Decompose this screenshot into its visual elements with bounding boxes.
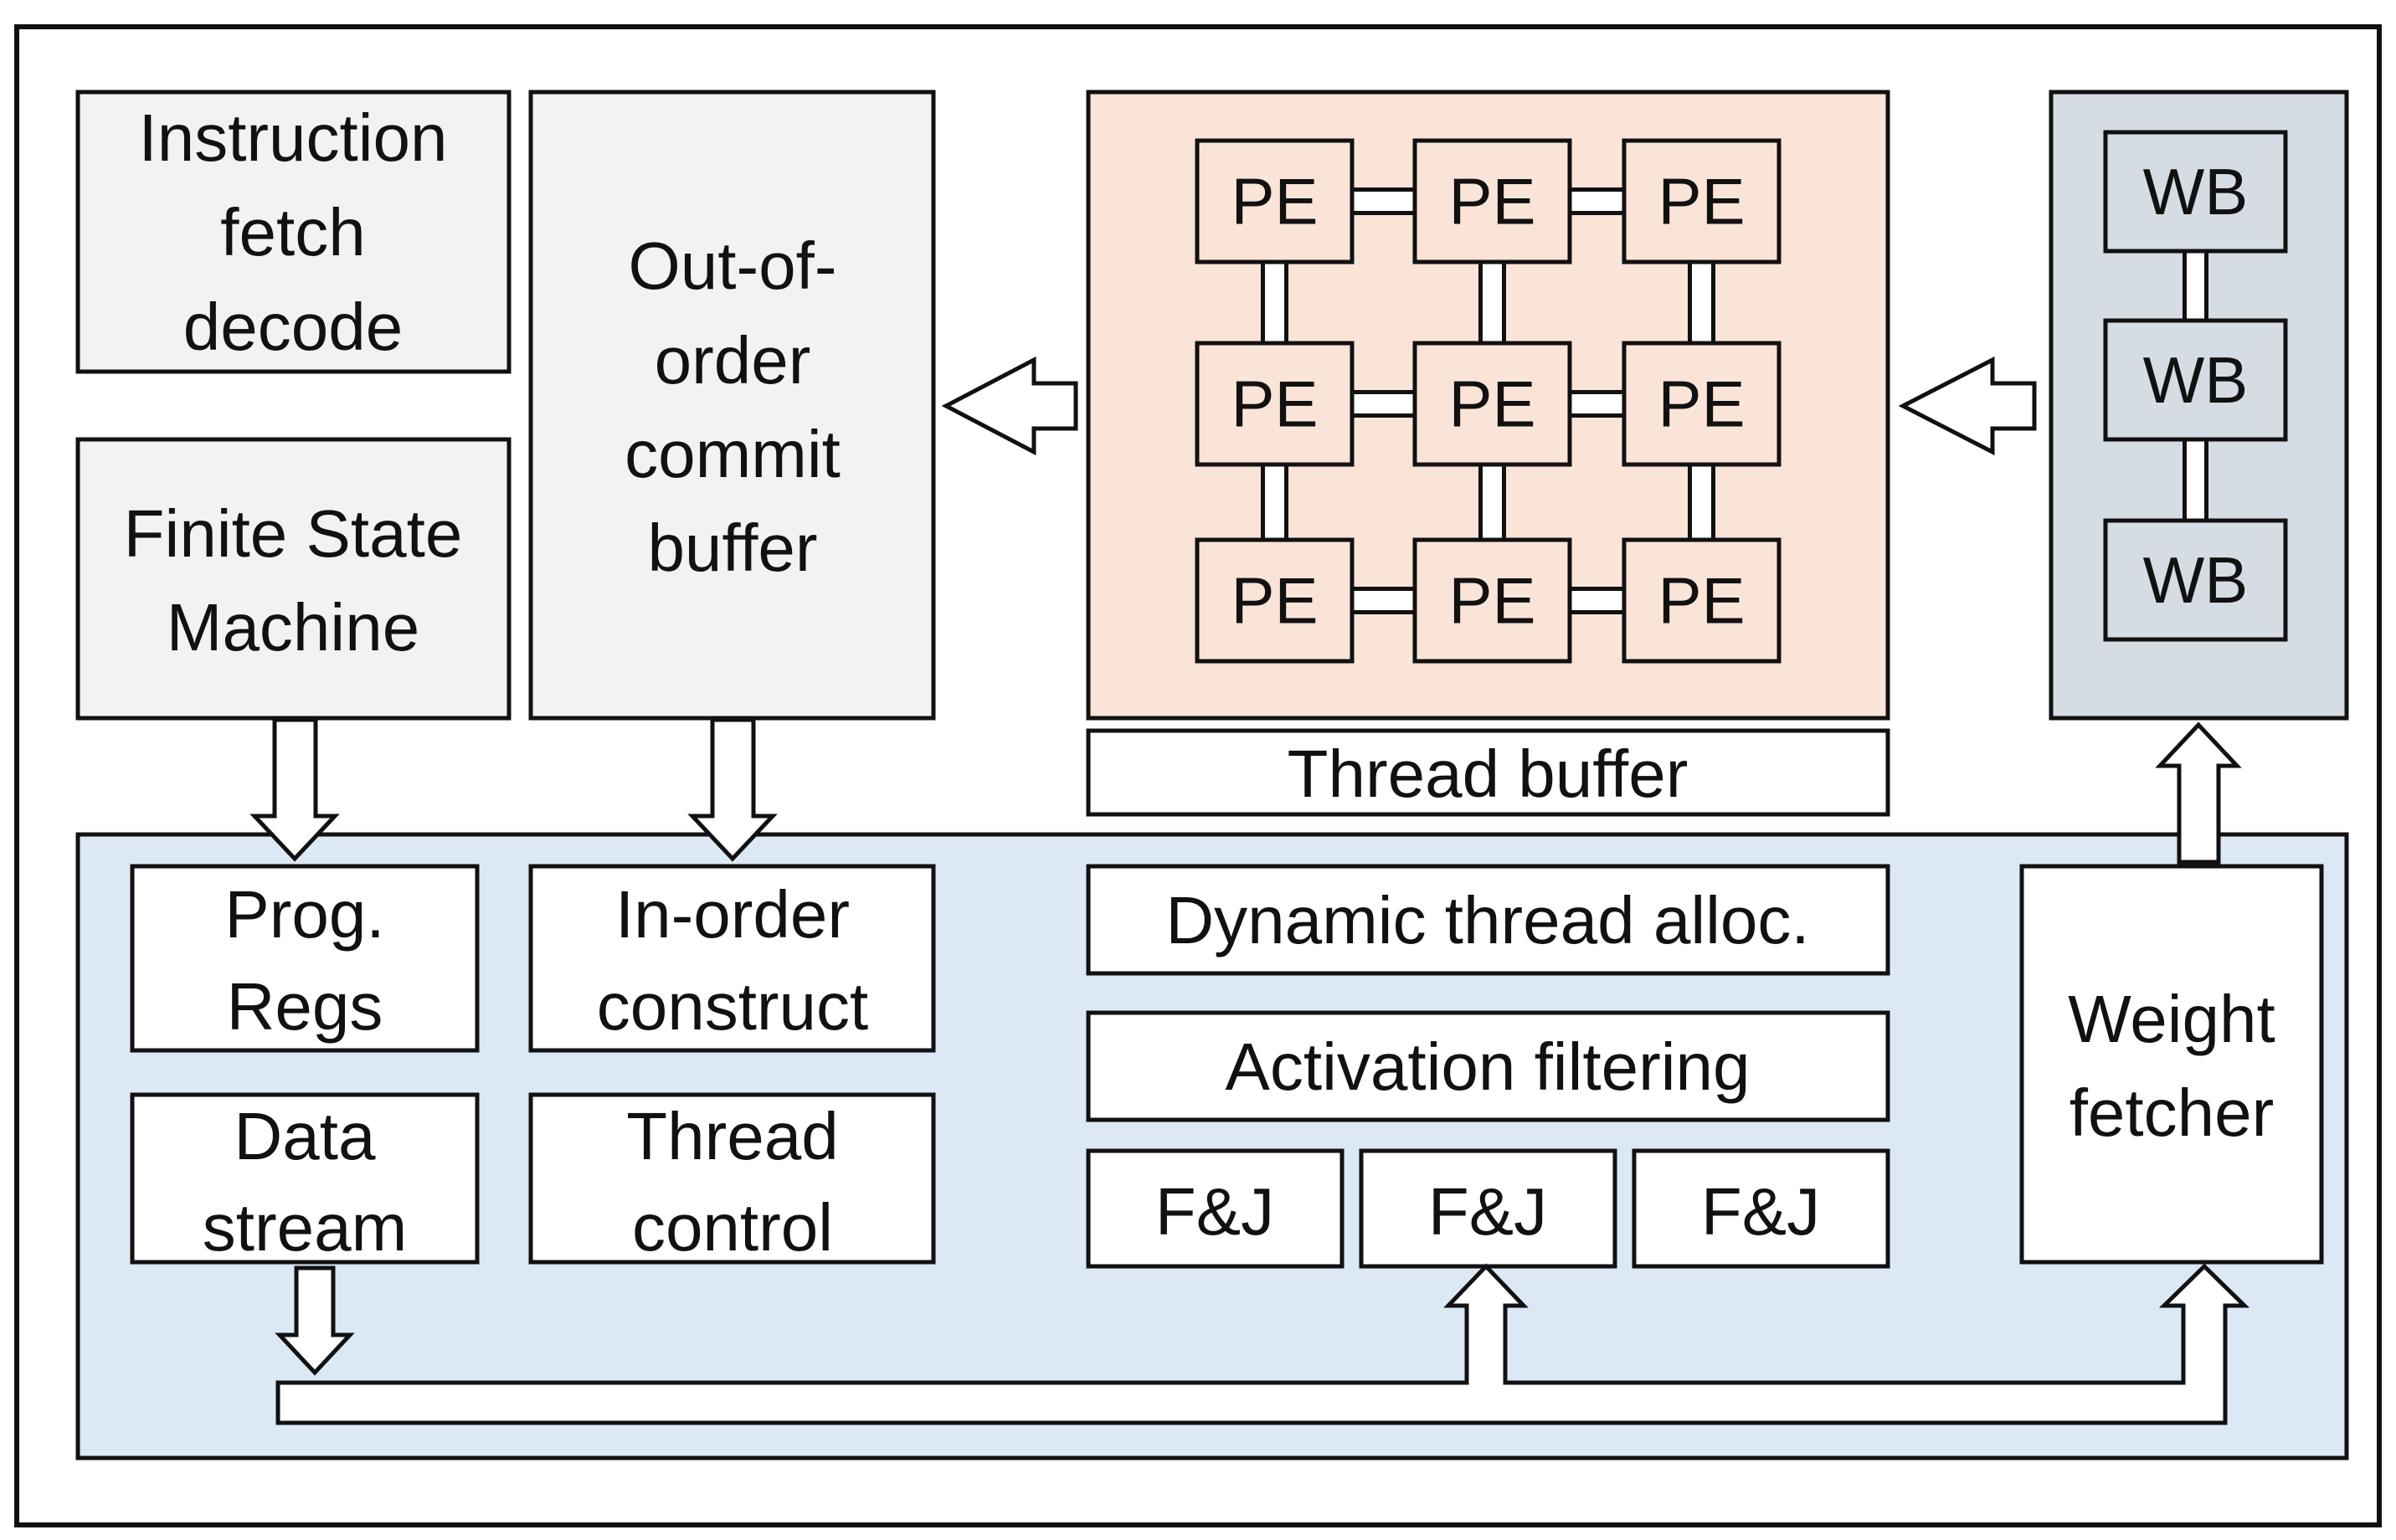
pe-label: PE [1231,564,1318,638]
ooo-line-1: Out-of- [629,228,837,303]
weight-fetcher-block: Weight fetcher [2019,864,2324,1265]
instruction-fetch-decode-block: Instruction fetch decode [75,90,512,374]
pe-label: PE [1231,165,1318,239]
pe-cell: PE [1622,341,1782,467]
pe-label: PE [1448,367,1535,441]
prog-regs-line-2: Regs [227,969,383,1044]
data-stream-block: Data stream [130,1092,480,1265]
ooo-line-2: order [655,323,811,398]
dynamic-thread-alloc-block: Dynamic thread alloc. [1086,864,1890,976]
pe-cell: PE [1412,138,1572,264]
bus-arrow-icon [275,1263,2250,1425]
pe-link-v [1261,462,1288,542]
prog-regs-line-1: Prog. [224,877,384,952]
pe-label: PE [1231,367,1318,441]
instruction-fetch-line-1: Instruction [138,100,447,175]
pe-label: PE [1658,564,1745,638]
fj-label-1: F&J [1155,1174,1274,1249]
arrow-wb-to-pe-icon [1898,356,2037,456]
weight-fetcher-line-2: fetcher [2070,1075,2275,1150]
pe-link-h [1350,187,1417,215]
ooo-commit-buffer-block: Out-of- order commit buffer [528,90,936,721]
weight-fetcher-line-1: Weight [2068,982,2275,1056]
data-stream-line-2: stream [203,1190,408,1265]
wb-label: WB [2143,155,2249,228]
pe-link-h [1567,587,1627,614]
pe-link-v [1261,259,1288,346]
activation-filtering-block: Activation filtering [1086,1010,1890,1122]
dynamic-thread-alloc-label: Dynamic thread alloc. [1165,883,1809,957]
fsm-line-1: Finite State [124,496,463,571]
pe-label: PE [1658,165,1745,239]
pe-label: PE [1448,564,1535,638]
instruction-fetch-line-2: fetch [220,195,365,270]
instruction-fetch-line-3: decode [183,290,403,364]
in-order-line-2: construct [597,969,869,1044]
in-order-construct-block: In-order construct [528,864,936,1053]
pe-link-v [1688,462,1715,542]
wb-label: WB [2143,543,2249,617]
ooo-line-4: buffer [647,511,817,585]
fj-label-2: F&J [1428,1174,1547,1249]
thread-buffer-label: Thread buffer [1288,737,1689,811]
ooo-line-3: commit [625,417,841,491]
wb-link [2183,249,2208,323]
wb-cell: WB [2103,518,2288,642]
pe-cell: PE [1622,537,1782,664]
pe-link-h [1350,587,1417,614]
finite-state-machine-block: Finite State Machine [75,437,512,721]
pe-cell: PE [1195,537,1355,664]
thread-buffer-block: Thread buffer [1086,728,1890,817]
arrow-datastream-down-icon [275,1265,355,1376]
prog-regs-block: Prog. Regs [130,864,480,1053]
pe-cell: PE [1412,537,1572,664]
pe-link-v [1688,259,1715,346]
wb-cell: WB [2103,318,2288,442]
wb-cell: WB [2103,130,2288,254]
arrow-pe-to-ooo-icon [941,356,1078,456]
fsm-line-2: Machine [167,590,419,665]
pe-cell: PE [1412,341,1572,467]
thread-control-block: Thread control [528,1092,936,1265]
arrow-ooo-to-inorder-icon [687,717,778,862]
fj-block-3: F&J [1632,1148,1890,1269]
arrow-fetcher-to-wb-icon [2155,721,2242,865]
pe-link-h [1567,390,1627,418]
pe-label: PE [1448,165,1535,239]
pe-link-v [1478,259,1506,346]
pe-link-h [1567,187,1627,215]
arrow-fsm-to-regs-icon [249,717,340,862]
pe-cell: PE [1622,138,1782,264]
thread-control-line-2: control [632,1190,833,1265]
pe-link-h [1350,390,1417,418]
pe-cell: PE [1195,341,1355,467]
pe-label: PE [1658,367,1745,441]
in-order-line-1: In-order [615,877,850,952]
wb-label: WB [2143,343,2249,417]
pe-cell: PE [1195,138,1355,264]
fj-block-2: F&J [1359,1148,1617,1269]
thread-control-line-1: Thread [626,1099,838,1173]
data-stream-line-1: Data [234,1099,376,1173]
pe-grid: PE PE PE PE PE PE PE PE PE [1195,138,1782,664]
fj-label-3: F&J [1701,1174,1820,1249]
wb-link [2183,437,2208,523]
fj-block-1: F&J [1086,1148,1345,1269]
activation-filtering-label: Activation filtering [1226,1029,1751,1104]
wb-stack: WB WB WB [2103,130,2288,642]
pe-link-v [1478,462,1506,542]
